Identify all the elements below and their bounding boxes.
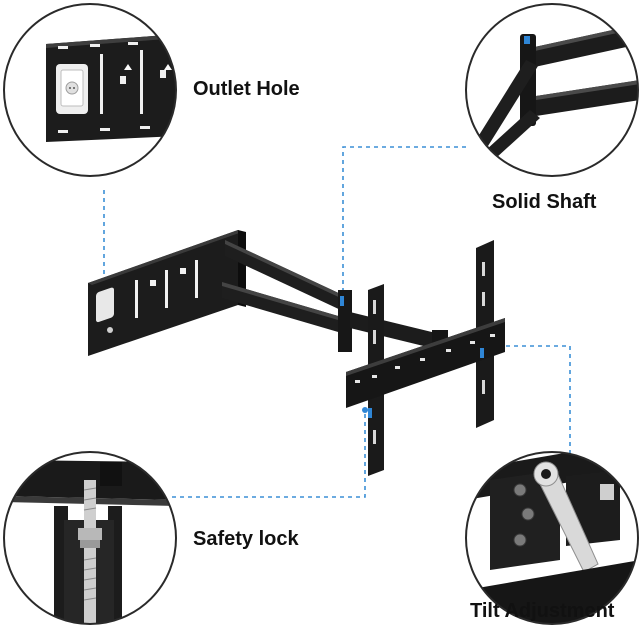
detail-outlet-hole [3, 3, 177, 177]
callout-line-shaft [342, 146, 470, 300]
label-solid-shaft: Solid Shaft [492, 191, 597, 213]
label-outlet-hole: Outlet Hole [193, 78, 300, 100]
mount-arms [222, 240, 448, 356]
label-tilt-adjustment: Tilt Adjustment [470, 600, 615, 622]
callout-line-lock [172, 410, 366, 498]
tv-mount-product [88, 230, 505, 476]
callout-line-tilt [490, 345, 571, 455]
detail-safety-lock [3, 451, 177, 625]
label-safety-lock: Safety lock [193, 528, 299, 550]
detail-solid-shaft [465, 3, 639, 177]
tv-bracket [346, 240, 505, 476]
detail-tilt-adjustment [465, 451, 639, 625]
